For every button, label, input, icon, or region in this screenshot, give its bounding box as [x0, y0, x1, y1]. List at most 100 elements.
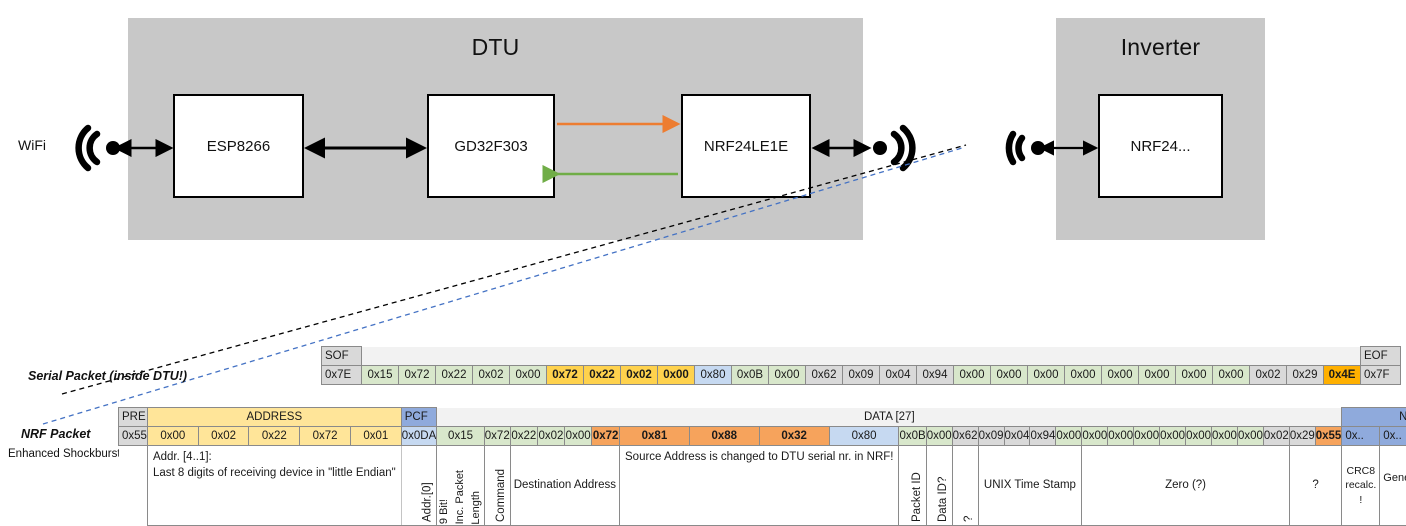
anno-addr0: Addr.[0] — [401, 446, 437, 526]
anno-unknown-1: ? — [952, 446, 978, 526]
nrf-address-byte: 0x00 — [147, 427, 198, 446]
nrf-address-byte: 0x01 — [350, 427, 401, 446]
nrf-antenna-dot — [873, 141, 887, 155]
chip-gd32f303: GD32F303 — [427, 94, 555, 198]
anno-packet-id: Packet ID — [899, 446, 926, 526]
serial-sof-value: 0x7E — [322, 366, 362, 385]
anno-blank — [119, 446, 148, 526]
serial-byte-cell: 0x0B — [732, 366, 769, 385]
nrf-byte-cell: 0x15 — [437, 427, 485, 446]
nrf-byte-cell: 0x02 — [537, 427, 564, 446]
serial-byte-cell: 0x80 — [695, 366, 732, 385]
nrf-byte-cell: 0x00 — [926, 427, 952, 446]
nrf-address-byte: 0x72 — [300, 427, 351, 446]
serial-byte-cell: 0x00 — [1102, 366, 1139, 385]
serial-byte-cell: 0x72 — [547, 366, 584, 385]
wifi-label: WiFi — [18, 137, 46, 153]
nrf-byte-cell: 0x09 — [978, 427, 1004, 446]
nrf-byte-cell: 0x00 — [1108, 427, 1134, 446]
inverter-title: Inverter — [1056, 34, 1265, 61]
wifi-antenna-icon — [79, 128, 97, 168]
nrf-byte-cell: 0x72 — [484, 427, 510, 446]
anno-packet-length-line3: Length — [469, 491, 484, 525]
serial-byte-cell: 0x00 — [510, 366, 547, 385]
nrf-byte-cell: 0x00 — [1160, 427, 1186, 446]
chip-nrf24le1e: NRF24LE1E — [681, 94, 811, 198]
nrf-annotation-row: Addr. [4..1]:Last 8 digits of receiving … — [119, 446, 1406, 526]
nrf-pcf-value: 0x0DA — [401, 427, 437, 446]
nrf-byte-cell: 0x62 — [952, 427, 978, 446]
nrf-address-byte: 0x22 — [249, 427, 300, 446]
nrf-address-byte: 0x02 — [198, 427, 249, 446]
nrf-byte-cell: 0x0B — [899, 427, 926, 446]
nrf-byte-cell: 0x88 — [689, 427, 759, 446]
nrf-pre-value: 0x55 — [119, 427, 148, 446]
nrf-antenna-icon — [894, 128, 912, 168]
nrf-packet-row-sublabel: Enhanced Shockburst — [8, 448, 121, 460]
serial-byte-cell: 0x22 — [584, 366, 621, 385]
serial-byte-cell: 0x29 — [1287, 366, 1324, 385]
nrf-crc-header: NRF CRC — [1342, 408, 1406, 427]
anno-data-id: Data ID? — [926, 446, 952, 526]
serial-eof-value: 0x7F — [1361, 366, 1401, 385]
serial-byte-cell: 0x00 — [1213, 366, 1250, 385]
serial-header-spacer — [362, 347, 1361, 366]
nrf-byte-cell: 0x00 — [1134, 427, 1160, 446]
inverter-antenna-icon — [1009, 134, 1022, 162]
serial-byte-cell: 0x00 — [1139, 366, 1176, 385]
serial-header-row: SOF EOF — [322, 347, 1401, 366]
nrf-byte-cell: 0x32 — [759, 427, 829, 446]
nrf-packet-table: PRE ADDRESS PCF DATA [27] NRF CRC 0x55 0… — [118, 407, 1406, 526]
serial-byte-cell: 0x22 — [436, 366, 473, 385]
inverter-antenna-dot — [1031, 141, 1045, 155]
nrf-byte-cell: 0x72 — [592, 427, 620, 446]
nrf-crc-value: 0x.. — [1380, 427, 1406, 446]
serial-byte-cell: 0x00 — [991, 366, 1028, 385]
nrf-byte-cell: 0x80 — [829, 427, 899, 446]
anno-zero: Zero (?) — [1082, 446, 1290, 526]
serial-byte-cell: 0x02 — [473, 366, 510, 385]
serial-byte-cell: 0x94 — [917, 366, 954, 385]
anno-destination-address: Destination Address — [510, 446, 619, 526]
nrf-byte-cell: 0x00 — [1237, 427, 1263, 446]
nrf-byte-cell: 0x29 — [1289, 427, 1315, 446]
dtu-title: DTU — [128, 34, 863, 61]
serial-byte-cell: 0x04 — [880, 366, 917, 385]
nrf-byte-cell: 0x00 — [1212, 427, 1238, 446]
nrf-pcf-header: PCF — [401, 408, 437, 427]
serial-byte-cell: 0x09 — [843, 366, 880, 385]
anno-packet-length-line1: 9 Bit! — [437, 499, 452, 524]
serial-sof-header: SOF — [322, 347, 362, 366]
nrf-byte-cell: 0x02 — [1263, 427, 1289, 446]
anno-unix-time-stamp: UNIX Time Stamp — [978, 446, 1082, 526]
nrf-byte-cell: 0x00 — [1056, 427, 1082, 446]
serial-byte-cell: 0x15 — [362, 366, 399, 385]
serial-byte-cell: 0x00 — [769, 366, 806, 385]
serial-packet-row-label: Serial Packet (inside DTU!) — [28, 369, 187, 383]
chip-nrf24: NRF24... — [1098, 94, 1223, 198]
nrf-byte-cell: 0x00 — [1082, 427, 1108, 446]
anno-source-address-note: Source Address is changed to DTU serial … — [620, 446, 899, 526]
nrf-crc-value: 0x.. — [1342, 427, 1380, 446]
anno-unknown-2: ? — [1289, 446, 1342, 526]
nrf-packet-row-label: NRF Packet — [21, 427, 90, 441]
anno-crc-auto: Generated automatically.Dont Care! — [1380, 446, 1406, 526]
nrf-byte-cell: 0x81 — [620, 427, 690, 446]
anno-packet-length: 9 Bit! Inc. Packet Length — [437, 446, 485, 526]
serial-byte-cell: 0x00 — [1176, 366, 1213, 385]
nrf-data-header: DATA [27] — [437, 408, 1342, 427]
serial-byte-cell: 0x02 — [621, 366, 658, 385]
nrf-byte-cell: 0x22 — [510, 427, 537, 446]
serial-byte-cell: 0x72 — [399, 366, 436, 385]
nrf-address-header: ADDRESS — [147, 408, 401, 427]
serial-byte-cell: 0x00 — [1028, 366, 1065, 385]
serial-byte-cell: 0x4E — [1324, 366, 1361, 385]
nrf-byte-cell: 0x55 — [1315, 427, 1342, 446]
anno-address-note: Addr. [4..1]:Last 8 digits of receiving … — [147, 446, 401, 526]
nrf-byte-cell: 0x00 — [565, 427, 592, 446]
serial-byte-cell: 0x02 — [1250, 366, 1287, 385]
anno-command: Command — [484, 446, 510, 526]
